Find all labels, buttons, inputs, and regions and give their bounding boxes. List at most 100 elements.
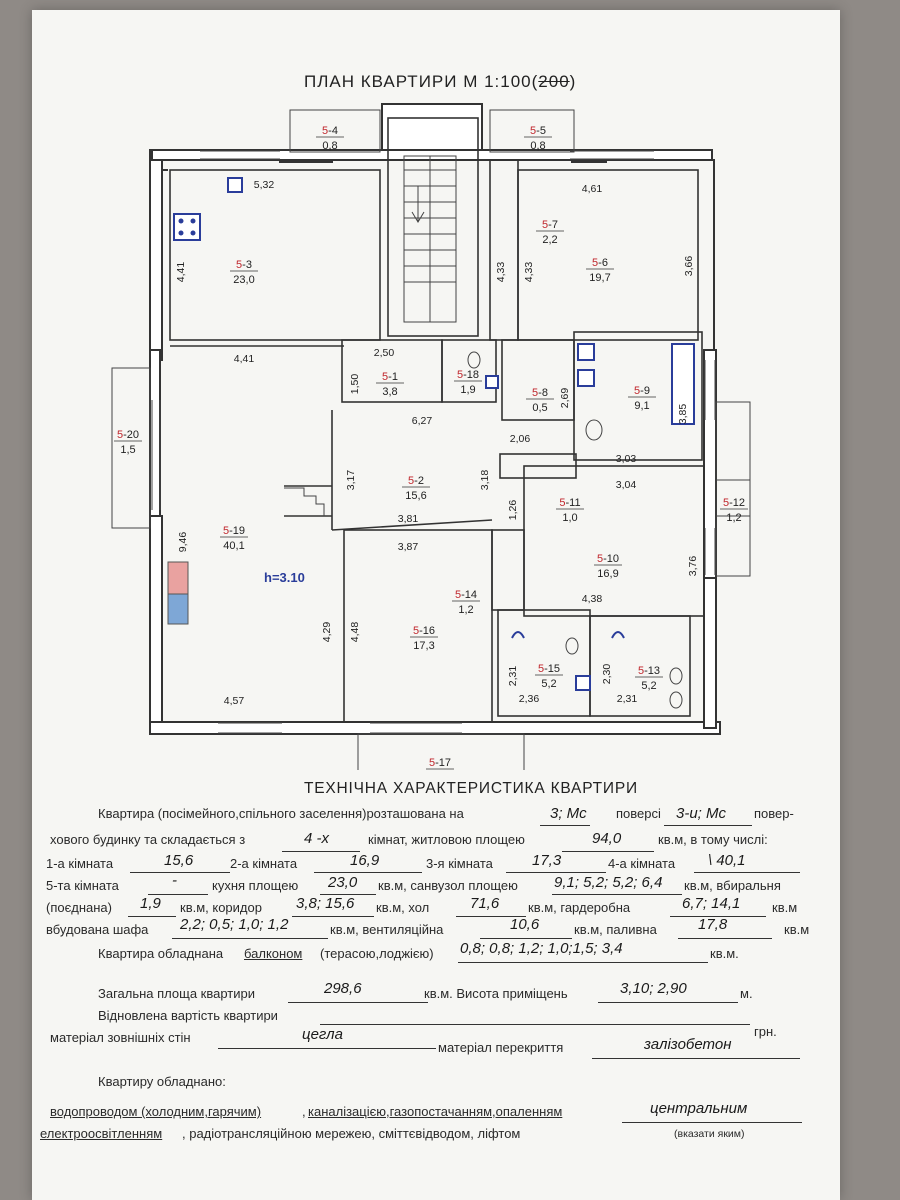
room-number: 5-16 [413,625,435,637]
value-kitchen: 23,0 [328,874,358,891]
dimension-label: 2,36 [519,693,540,705]
room-label: 5-155,2 [535,663,563,690]
room-area: 3,8 [382,386,397,398]
underline [292,916,374,917]
room-label: 5-72,2 [536,219,564,246]
value-room2: 16,9 [350,852,380,869]
dimension-label: 3,81 [398,513,419,525]
dimension-label: 6,27 [412,415,433,427]
value-storeys: 3-и; Мс [676,805,727,822]
room-area: 40,1 [223,540,244,552]
label-room1: 1-а кімната [46,856,114,871]
room-number: 5-5 [530,125,546,137]
dimension-label: 9,46 [177,532,189,553]
value-height: 3,10; 2,90 [620,980,687,997]
dimension-label: 4,61 [582,183,603,195]
room-number: 5-14 [455,589,477,601]
room-area: 1,2 [458,604,473,616]
underline [456,916,526,917]
dimension-label: 1,26 [507,500,519,521]
outer-walls [149,103,721,735]
label-location: Квартира (посімейного,спільного заселенн… [98,806,464,821]
title-prefix: ПЛАН КВАРТИРИ М 1:100( [304,72,539,91]
room-area: 1,2 [726,512,741,524]
underline [506,872,606,873]
room-area: 23,0 [233,274,254,286]
room-area: 0,5 [532,402,547,414]
room-label: 5-12 1,2 [720,497,748,524]
room-area: 5,2 [641,680,656,692]
hint-specify: (вказати яким) [674,1128,745,1140]
room-area: 9,1 [634,400,649,412]
underline [670,916,766,917]
label-sqm-dot: кв.м. [710,946,739,961]
room-number: 5-18 [457,369,479,381]
dimension-label: 3,85 [677,404,689,425]
label-sqm: кв.м [784,922,810,937]
value-rooms: 4 -х [304,830,330,847]
dimension-label: 2,31 [507,666,519,687]
dimension-label: 3,76 [687,556,699,577]
value-total-area: 298,6 [324,980,362,997]
label-wc: кв.м, вбиральня [684,878,781,893]
label-fuel: кв.м, паливна [574,922,657,937]
room-number: 5-7 [542,219,558,231]
underline [458,962,708,963]
room-area: 0,8 [530,140,545,152]
room-area: 19,7 [589,272,610,284]
dimension-label: 1,50 [349,374,361,395]
title-suffix: ) [569,72,577,91]
value-room3: 17,3 [532,852,562,869]
dimension-label: 4,41 [234,353,255,365]
underline [128,916,176,917]
label-bath: кв.м, санвузол площею [378,878,518,893]
label-equipped: Квартира обладнана [98,946,224,961]
value-room4: \ 40,1 [708,852,746,869]
dimension-label: 2,06 [510,433,531,445]
label-walls: матеріал зовнішніх стін [50,1030,191,1045]
value-floor: 3; Мс [550,805,587,822]
label-closet: вбудована шафа [46,922,149,937]
room-number: 5-3 [236,259,252,271]
label-value: Відновлена вартість квартири [98,1008,278,1023]
underline [130,872,230,873]
value-closet: 2,2; 0,5; 1,0; 1,2 [180,916,289,933]
dimension-label: 4,38 [582,593,603,605]
room-number: 5-11 [559,497,580,509]
label-room5: 5-та кімната [46,878,119,893]
label-vent: кв.м, вентиляційна [330,922,444,937]
label-total-area: Загальна площа квартири [98,986,256,1001]
underline [172,938,328,939]
label-room3: 3-я кімната [426,856,493,871]
plan-title: ПЛАН КВАРТИРИ М 1:100(200) [304,72,576,92]
label-m: м. [740,986,753,1001]
underline [218,1048,436,1049]
label-kitchen: кухня площею [212,878,299,893]
room-label: 5-181,9 [454,369,482,396]
room-number: 5-6 [592,257,608,269]
room-area: 1,0 [562,512,577,524]
label-corridor: кв.м, коридор [180,900,262,915]
room-label: 5-201,5 [114,429,142,456]
label-water: водопроводом (холодним,гарячим) [50,1104,262,1119]
value-bath: 9,1; 5,2; 5,2; 6,4 [554,874,663,891]
room-number: 5-12 [723,497,745,509]
room-area: 16,9 [597,568,618,580]
underline [282,851,360,852]
underline [540,825,590,826]
value-hall: 71,6 [470,895,500,912]
room-area: 5,2 [541,678,556,690]
room-label: 5-11 1,0 [556,497,584,524]
label-comma: , [302,1104,306,1119]
value-wardrobe: 6,7; 14,1 [682,895,741,912]
dimension-label: 4,41 [175,262,187,283]
dimension-label: 2,50 [374,347,395,359]
tech-section-title: ТЕХНІЧНА ХАРАКТЕРИСТИКА КВАРТИРИ [304,780,638,797]
room-number: 5-1 [382,371,398,383]
label-combined: (поєднана) [46,900,112,915]
dimension-label: 3,66 [683,256,695,277]
room-area: 2,2 [542,234,557,246]
underline [694,872,800,873]
